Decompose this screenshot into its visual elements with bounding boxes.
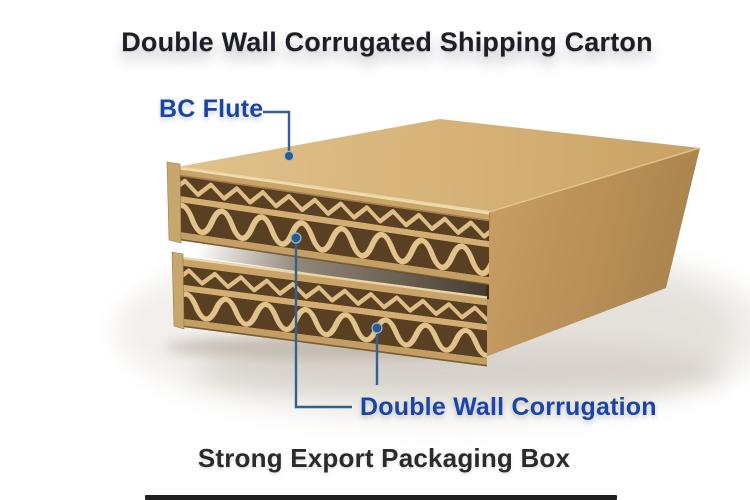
b-flute-row-upper: [172, 175, 489, 242]
page-title: Double Wall Corrugated Shipping Carton: [121, 27, 653, 57]
double-wall-callout-dot-upper: [290, 232, 302, 244]
board-upper-left-cap: [166, 161, 182, 244]
c-flute-row-lower: [176, 290, 487, 359]
callout-lines: [263, 110, 379, 409]
board-lower-left-cap: [171, 251, 185, 330]
b-flute-row-lower: [176, 265, 487, 325]
bc-flute-callout-line: [263, 110, 291, 151]
board-lower: [176, 256, 487, 367]
c-flute-row-upper: [172, 201, 489, 278]
double-wall-corrugation-label: Double Wall Corrugation: [360, 393, 657, 421]
bottom-caption: Strong Export Packaging Box: [197, 443, 571, 473]
bottom-progress-bar[interactable]: [145, 495, 617, 500]
carton-right-face: [485, 148, 700, 357]
double-wall-callout-line-left: [294, 243, 352, 409]
board-gap-shadow: [197, 242, 489, 300]
callout-dots: [283, 150, 383, 334]
double-wall-callout-dot-lower: [371, 322, 383, 334]
bc-flute-callout-dot: [283, 150, 295, 162]
board-upper: [172, 166, 489, 300]
bc-flute-label: BC Flute: [159, 95, 264, 123]
